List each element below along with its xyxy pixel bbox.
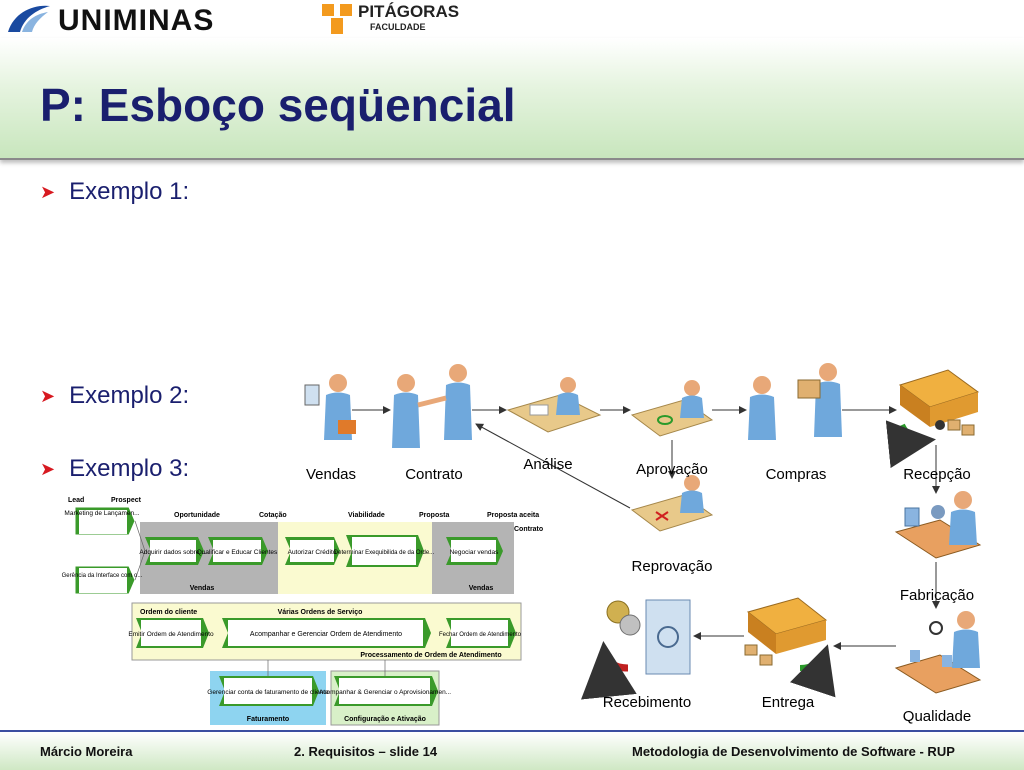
interface-label: Gerência da Interface com o...: [62, 573, 143, 579]
label-analise: Análise: [523, 456, 572, 473]
faculdade-logo-text: FACULDADE: [370, 22, 426, 32]
stage-oportunidade: Oportunidade: [174, 512, 220, 519]
step-emitir[interactable]: [136, 618, 209, 648]
stage-proposta-aceita: Proposta aceita: [487, 512, 539, 519]
stage-viabilidade: Viabilidade: [348, 512, 385, 519]
footer-author: Márcio Moreira: [40, 744, 133, 759]
uniminas-logo-text: UNIMINAS: [58, 4, 215, 37]
pitagoras-logo-text: PITÁGORAS: [358, 2, 460, 21]
interface-label-text: Gerência da Interface com o...: [62, 573, 143, 579]
step-adquirir-label: Adquirir dados sobre ...: [139, 549, 206, 556]
label-recebimento: Recebimento: [603, 694, 691, 711]
header-logos: UNIMINAS PITÁGORAS FACULDADE: [0, 0, 1024, 38]
step-adquirir[interactable]: [145, 537, 204, 565]
step-config[interactable]: [334, 676, 438, 706]
step-negociar[interactable]: [446, 537, 503, 565]
label-compras: Compras: [766, 466, 827, 483]
step-determinar[interactable]: [346, 535, 424, 567]
step-autorizar-label: Autorizar Crédito: [288, 549, 337, 556]
compras-people-icon: [748, 363, 842, 440]
fabricacao-machine-icon: [894, 491, 982, 559]
title-band: P: Esboço seqüencial: [0, 38, 1024, 160]
step-negociar-label: Negociar vendas: [450, 549, 500, 556]
step-faturamento[interactable]: [219, 676, 319, 706]
faturamento-lane-label: Faturamento: [247, 716, 289, 723]
bullet-label: Exemplo 1:: [69, 178, 190, 205]
stage-prospect: Prospect: [111, 497, 142, 504]
bullet-arrow-icon: ➤: [40, 385, 56, 406]
analise-desk-icon: [506, 377, 602, 433]
footer-slide: 2. Requisitos – slide 14: [294, 744, 438, 759]
bullet-example-2: ➤ Exemplo 2:: [40, 382, 189, 410]
label-contrato: Contrato: [405, 466, 463, 483]
step-qualificar-label: Qualificar e Educar Clientes: [197, 549, 278, 556]
processamento-label: Processamento de Ordem de Atendimento: [360, 652, 501, 659]
ordem-cliente-label: Ordem do cliente: [140, 609, 197, 616]
bullet-example-3: ➤ Exemplo 3:: [40, 455, 189, 483]
bullet-arrow-icon: ➤: [40, 458, 56, 479]
config-lane-label: Configuração e Ativação: [344, 716, 426, 723]
bullet-label: Exemplo 3:: [69, 455, 190, 482]
varias-ordens-label: Várias Ordens de Serviço: [278, 609, 363, 616]
step-autorizar[interactable]: [285, 537, 340, 565]
vendas-person-icon: [304, 374, 356, 440]
pitagoras-logo-icon: [322, 4, 352, 34]
step-acompanhar-ordem[interactable]: [222, 618, 431, 648]
contrato-handshake-icon: [392, 364, 472, 448]
bullet-label: Exemplo 2:: [69, 382, 190, 409]
reprovacao-desk-icon: [630, 475, 714, 532]
footer-course: Metodologia de Desenvolvimento de Softwa…: [632, 744, 955, 759]
interface-box[interactable]: [74, 565, 136, 595]
step-config-label: Acompanhar & Gerenciar o Aprovisionamen.…: [319, 689, 451, 696]
example2-diagram: Vendas Contrato Análise Aprovação Compra…: [304, 363, 982, 725]
label-recepcao: Recepção: [903, 466, 971, 483]
example3-process-map: Lead Prospect Oportunidade Cotação Viabi…: [62, 497, 543, 726]
bullet-example-1: ➤ Exemplo 1:: [40, 178, 189, 206]
label-entrega: Entrega: [762, 694, 815, 711]
marketing-label-text: Marketing de Lançamen...: [64, 510, 139, 517]
uniminas-logo-icon: [8, 5, 50, 32]
step-fechar[interactable]: [446, 618, 516, 648]
marketing-box[interactable]: [74, 506, 136, 536]
recebimento-safe-icon: [581, 599, 691, 700]
stage-cotacao: Cotação: [259, 512, 287, 519]
step-acompanhar-ordem-label: Acompanhar e Gerenciar Ordem de Atendime…: [250, 631, 402, 638]
label-reprovacao: Reprovação: [632, 558, 713, 575]
step-determinar-label: Determinar Exequibilida de da Orde...: [334, 550, 435, 556]
vendas-lane-label-left: Vendas: [190, 585, 215, 592]
label-vendas: Vendas: [306, 466, 356, 483]
step-emitir-label: Emitir Ordem de Atendimento: [128, 631, 214, 638]
stage-lead: Lead: [68, 497, 84, 504]
label-qualidade: Qualidade: [903, 708, 971, 725]
entrega-truck-icon: [744, 597, 836, 698]
footer: Márcio Moreira 2. Requisitos – slide 14 …: [0, 730, 1024, 770]
stage-contrato: Contrato: [514, 526, 543, 533]
page-title: P: Esboço seqüencial: [40, 79, 516, 131]
label-aprovacao: Aprovação: [636, 461, 708, 478]
step-faturamento-label: Gerenciar conta de faturamento de client…: [207, 689, 329, 696]
label-fabricacao: Fabricação: [900, 587, 974, 604]
aprovacao-desk-icon: [630, 380, 714, 437]
recepcao-truck-icon: [885, 369, 980, 469]
marketing-label: Marketing de Lançamen...: [64, 510, 139, 517]
bullet-arrow-icon: ➤: [40, 181, 56, 202]
step-fechar-label: Fechar Ordem de Atendimento: [439, 632, 522, 638]
stage-proposta: Proposta: [419, 512, 449, 519]
step-qualificar[interactable]: [208, 537, 268, 565]
vendas-lane-label-right: Vendas: [469, 585, 494, 592]
qualidade-inspection-icon: [894, 611, 982, 694]
